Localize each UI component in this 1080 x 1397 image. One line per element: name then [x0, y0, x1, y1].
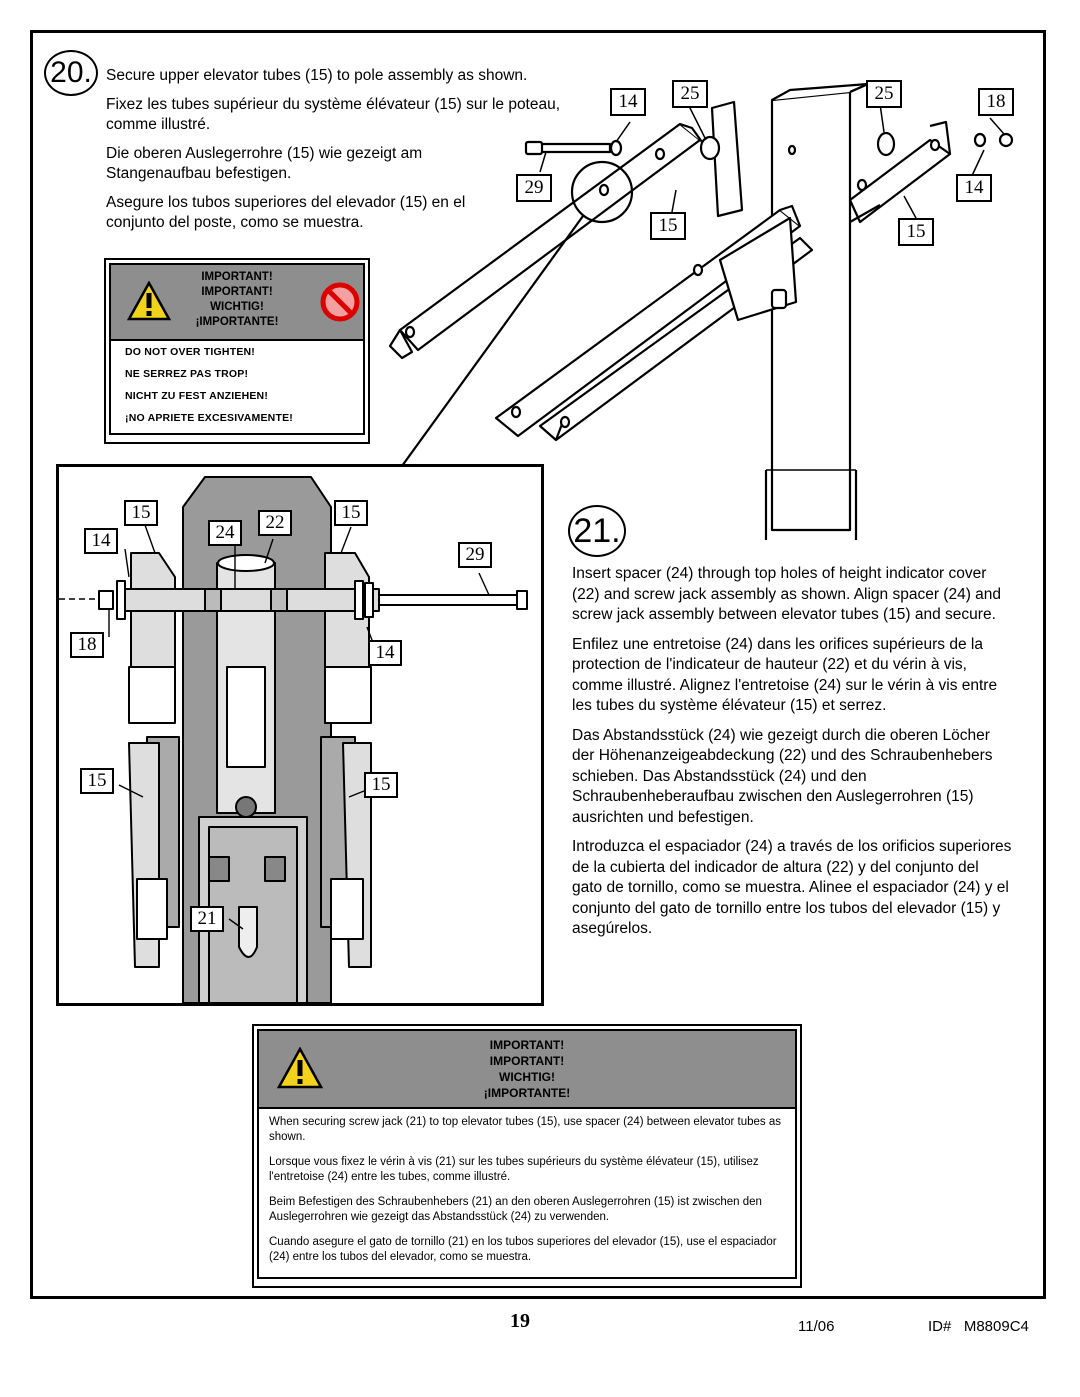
warning2-de: Beim Befestigen des Schraubenhebers (21)…	[269, 1196, 762, 1223]
prohibition-icon	[320, 282, 360, 322]
elevator-tube-left-upper	[130, 552, 176, 682]
page-number: 19	[510, 1310, 530, 1332]
step-21-es: Introduzca el espaciador (24) a través d…	[572, 838, 1012, 937]
page-frame	[30, 30, 1046, 1299]
warning-header-2: IMPORTANT! IMPORTANT! WICHTIG! ¡IMPORTAN…	[259, 1031, 795, 1109]
callout-24-detail: 24	[208, 520, 242, 546]
warning2-heading-es: ¡IMPORTANTE!	[483, 1086, 571, 1100]
callout-18-top: 18	[978, 88, 1014, 116]
spacer-24	[118, 588, 380, 612]
callout-14-detail-b: 14	[368, 640, 402, 666]
callout-18-detail: 18	[70, 632, 104, 658]
warning2-heading-de: WICHTIG!	[499, 1070, 555, 1084]
callout-14-top: 14	[610, 88, 646, 116]
warning-heading-es: ¡IMPORTANTE!	[195, 316, 279, 328]
warning-triangle-icon	[127, 281, 171, 321]
warning-lines: DO NOT OVER TIGHTEN! NE SERREZ PAS TROP!…	[111, 341, 363, 429]
bolt-29	[538, 142, 612, 154]
callout-15-detail-a: 15	[124, 500, 158, 526]
callout-14-top-right: 14	[956, 174, 992, 202]
detail-illustration-box	[56, 464, 544, 1006]
warning-heading-en: IMPORTANT!	[201, 271, 273, 283]
warning2-fr: Lorsque vous fixez le vérin à vis (21) s…	[269, 1156, 759, 1183]
step-20-number: 20.	[44, 50, 98, 96]
step-20-es: Asegure los tubos superiores del elevado…	[106, 194, 466, 231]
step-20-instructions: Secure upper elevator tubes (15) to pole…	[106, 66, 606, 242]
warning-line-es: ¡NO APRIETE EXCESIVAMENTE!	[125, 412, 293, 424]
warning-heading-de: WICHTIG!	[210, 301, 264, 313]
step-20-fr: Fixez les tubes supérieur du système élé…	[106, 96, 561, 133]
callout-15-top-left: 15	[650, 212, 686, 240]
bolt-29	[378, 594, 520, 606]
callout-15-top-right: 15	[898, 218, 934, 246]
step-21-fr: Enfilez une entretoise (24) dans les ori…	[572, 635, 998, 715]
detail-illustration	[59, 476, 528, 1003]
step-20-en: Secure upper elevator tubes (15) to pole…	[106, 67, 528, 84]
warning2-body: When securing screw jack (21) to top ele…	[259, 1109, 795, 1265]
revision-date: 11/06	[798, 1318, 835, 1335]
warning-header: IMPORTANT! IMPORTANT! WICHTIG! ¡IMPORTAN…	[111, 265, 363, 341]
warning-box-tighten: IMPORTANT! IMPORTANT! WICHTIG! ¡IMPORTAN…	[104, 258, 370, 444]
warning2-heading-en: IMPORTANT!	[489, 1038, 565, 1052]
callout-15-detail-c: 15	[80, 768, 114, 794]
callout-14-detail-a: 14	[84, 528, 118, 554]
callout-25-top-left: 25	[672, 80, 708, 108]
warning-heading-fr: IMPORTANT!	[201, 286, 273, 298]
callout-25-top-right: 25	[866, 80, 902, 108]
step-20-illustration	[388, 82, 1014, 540]
step-20-de: Die oberen Auslegerrohre (15) wie gezeig…	[106, 145, 423, 182]
step-21-de: Das Abstandsstück (24) wie gezeigt durch…	[572, 726, 993, 826]
screw-jack	[710, 100, 744, 218]
nut-18	[98, 590, 114, 610]
pole	[770, 90, 852, 532]
callout-29-detail: 29	[458, 542, 492, 568]
callout-15-detail-d: 15	[364, 772, 398, 798]
warning-line-de: NICHT ZU FEST ANZIEHEN!	[125, 390, 269, 402]
warning-line-fr: NE SERREZ PAS TROP!	[125, 368, 249, 380]
document-id: ID# M8809C4	[928, 1318, 1029, 1335]
warning2-es: Cuando asegure el gato de tornillo (21) …	[269, 1236, 777, 1263]
warning2-en: When securing screw jack (21) to top ele…	[269, 1116, 782, 1143]
callout-22-detail: 22	[258, 510, 292, 536]
warning-triangle-icon	[277, 1047, 323, 1089]
callout-29-top: 29	[516, 174, 552, 202]
warning-line-en: DO NOT OVER TIGHTEN!	[125, 346, 255, 358]
callout-15-detail-b: 15	[334, 500, 368, 526]
warning2-heading-fr: IMPORTANT!	[489, 1054, 565, 1068]
callout-21-detail: 21	[190, 906, 224, 932]
step-21-instructions: Insert spacer (24) through top holes of …	[572, 564, 1012, 949]
warning-box-spacer: IMPORTANT! IMPORTANT! WICHTIG! ¡IMPORTAN…	[252, 1024, 802, 1288]
step-21-number: 21.	[568, 505, 626, 557]
step-21-en: Insert spacer (24) through top holes of …	[572, 565, 1002, 623]
